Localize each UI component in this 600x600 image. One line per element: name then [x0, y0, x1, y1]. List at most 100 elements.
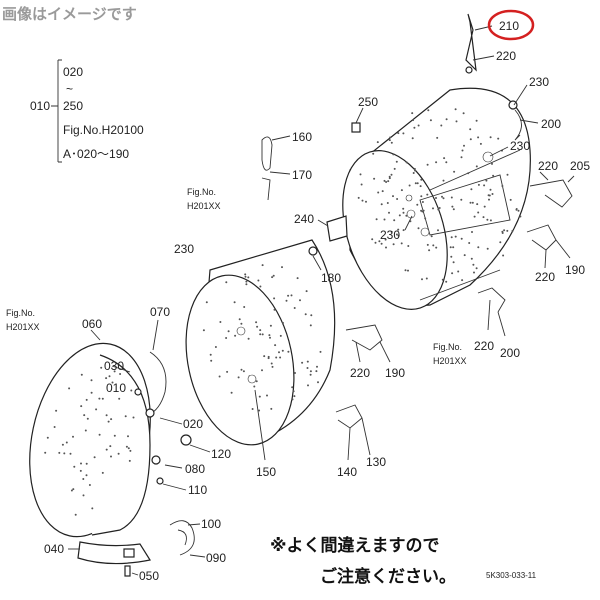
- callout-250: 250: [358, 95, 378, 109]
- perforation-hole: [244, 275, 247, 278]
- perforation-hole: [445, 280, 448, 283]
- perforation-hole: [270, 362, 273, 365]
- perforation-hole: [294, 372, 296, 374]
- perforation-hole: [365, 200, 367, 203]
- perforation-hole: [309, 373, 312, 376]
- callout-190: 190: [385, 366, 405, 380]
- perforation-hole: [405, 161, 408, 164]
- perforation-hole: [261, 369, 263, 372]
- perforation-hole: [371, 238, 374, 241]
- perforation-hole: [473, 215, 476, 218]
- perforation-hole: [390, 230, 393, 233]
- perforation-hole: [483, 184, 486, 187]
- perforation-hole: [450, 255, 453, 258]
- perforation-hole: [253, 385, 256, 388]
- perforation-hole: [113, 434, 116, 437]
- perforation-hole: [395, 233, 398, 236]
- perforation-hole: [110, 455, 112, 458]
- perforation-hole: [281, 349, 284, 352]
- center-drum: [185, 136, 383, 446]
- perforation-hole: [111, 381, 114, 384]
- perforation-hole: [271, 276, 274, 279]
- callout-190: 190: [565, 263, 585, 277]
- perforation-hole: [437, 229, 439, 232]
- perforation-hole: [83, 414, 86, 417]
- perforation-hole: [428, 249, 431, 252]
- callout-070: 070: [150, 305, 170, 319]
- warning-line-2: ご注意ください。: [320, 566, 456, 587]
- perforation-hole: [301, 361, 304, 364]
- perforation-hole: [261, 264, 264, 267]
- perforation-hole: [411, 112, 414, 115]
- perforation-hole: [487, 194, 490, 197]
- perforation-hole: [385, 181, 388, 183]
- perforation-hole: [503, 229, 506, 232]
- drawing-code: 5K303-033-11: [486, 571, 537, 580]
- perforation-hole: [244, 273, 247, 276]
- perforation-hole: [421, 278, 423, 281]
- perforation-hole: [218, 375, 221, 378]
- perforation-hole: [483, 205, 486, 208]
- perforation-hole: [74, 513, 77, 516]
- perforation-hole: [357, 196, 360, 199]
- header-note: 画像はイメージです: [2, 5, 137, 23]
- perforation-hole: [390, 141, 393, 144]
- perforation-hole: [482, 216, 485, 219]
- perforation-hole: [426, 193, 429, 196]
- perforation-hole: [267, 355, 270, 358]
- perforation-hole: [475, 165, 478, 168]
- perforation-hole: [389, 136, 392, 139]
- perforation-hole: [435, 197, 437, 199]
- perforation-hole: [125, 445, 128, 448]
- perforation-hole: [256, 325, 259, 328]
- perforation-hole: [124, 415, 127, 418]
- perforation-hole: [129, 449, 132, 452]
- perforation-hole: [80, 405, 83, 408]
- perforation-hole: [469, 128, 472, 131]
- legend-item: 020: [63, 65, 83, 79]
- perforation-hole: [95, 408, 98, 411]
- callout-220: 220: [350, 366, 370, 380]
- legend-item: Fig.No.H20100: [63, 123, 144, 137]
- perforation-hole: [404, 269, 407, 272]
- perforation-hole: [90, 379, 93, 382]
- callout-205: 205: [570, 159, 590, 173]
- perforation-hole: [419, 185, 422, 188]
- fig-ref-left: Fig.No.: [6, 308, 35, 318]
- perforation-hole: [214, 346, 217, 348]
- callout-150: 150: [256, 465, 276, 479]
- perforation-hole: [259, 329, 262, 332]
- perforation-hole: [426, 243, 429, 246]
- perforation-hole: [291, 398, 294, 401]
- perforation-hole: [432, 244, 435, 247]
- perforation-hole: [479, 142, 482, 145]
- perforation-hole: [266, 394, 268, 397]
- perforation-hole: [93, 456, 96, 459]
- callout-220: 220: [535, 270, 555, 284]
- perforation-hole: [407, 269, 409, 272]
- perforation-hole: [386, 202, 389, 204]
- perforation-hole: [468, 242, 471, 244]
- perforation-hole: [380, 203, 383, 206]
- perforation-hole: [309, 324, 312, 327]
- perforation-hole: [130, 389, 133, 392]
- perforation-hole: [453, 170, 456, 173]
- perforation-hole: [463, 254, 466, 257]
- perforation-hole: [392, 195, 394, 198]
- perforation-hole: [380, 242, 383, 245]
- perforation-hole: [63, 452, 66, 455]
- perforation-hole: [61, 443, 64, 446]
- perforation-hole: [261, 333, 264, 336]
- perforation-hole: [477, 136, 480, 139]
- callout-160: 160: [292, 130, 312, 144]
- perforation-hole: [88, 484, 91, 486]
- fig-ref-left: H201XX: [6, 322, 40, 332]
- perforation-hole: [237, 376, 240, 379]
- perforation-hole: [414, 182, 417, 185]
- perforation-hole: [449, 246, 452, 249]
- perforation-hole: [441, 278, 444, 281]
- callout-200: 200: [541, 117, 561, 131]
- perforation-hole: [127, 435, 129, 438]
- perforation-hole: [127, 447, 130, 450]
